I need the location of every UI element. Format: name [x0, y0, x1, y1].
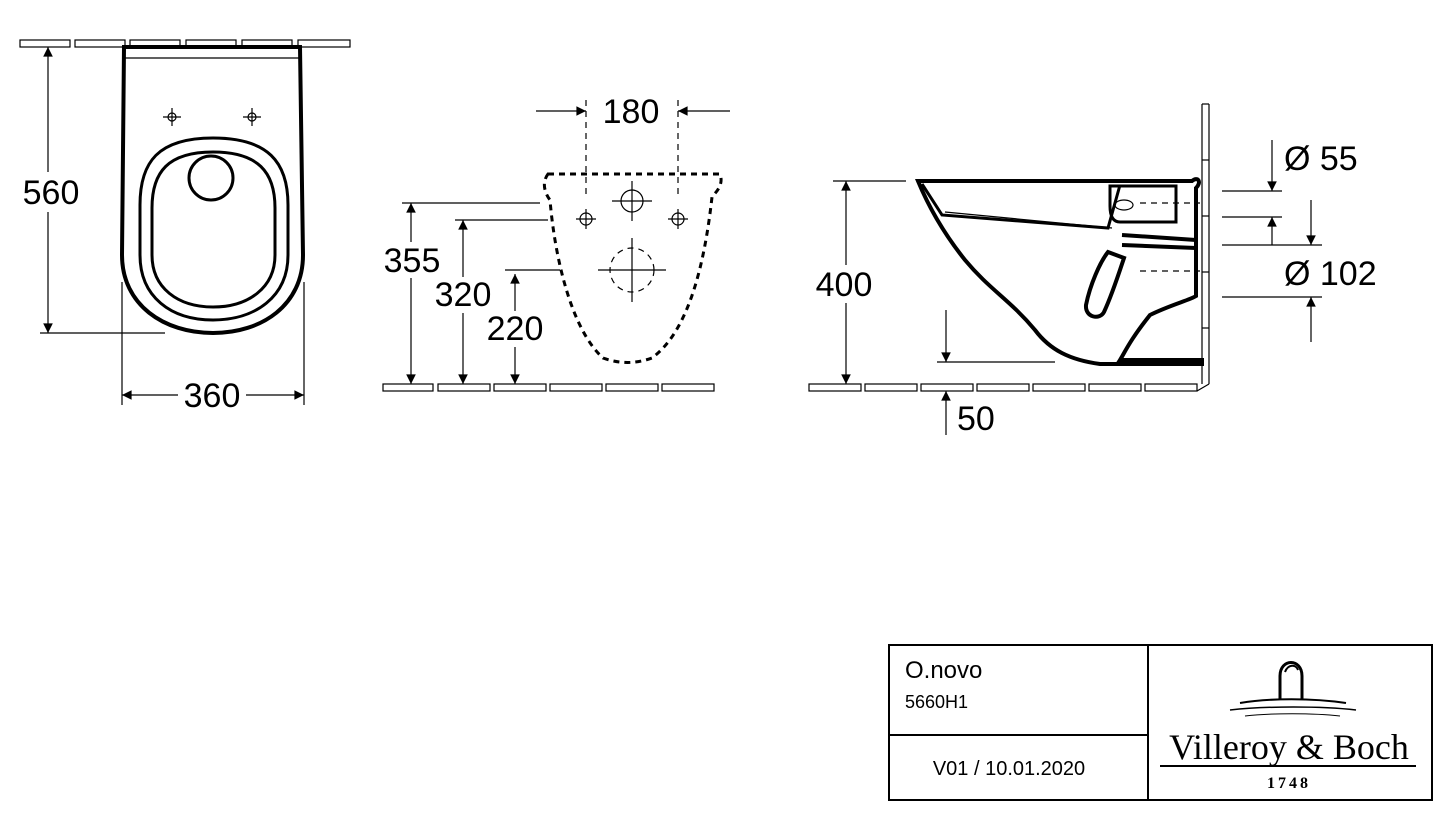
side-height-dimension: 400	[812, 180, 906, 384]
side-outlet-large-label: Ø 102	[1284, 255, 1377, 293]
version-date: V01 / 10.01.2020	[933, 758, 1085, 780]
title-block: O.novo 5660H1 V01 / 10.01.2020 Villeroy …	[888, 644, 1433, 801]
brand-logo: Villeroy & Boch 1748	[1160, 661, 1416, 792]
front-view: 560 360	[18, 39, 351, 415]
brand-year: 1748	[1267, 775, 1311, 792]
front-width-dimension: 360	[121, 282, 305, 415]
rear-wall-outline	[542, 172, 723, 364]
side-bowl-outline	[915, 177, 1204, 366]
rear-bolt-right	[668, 209, 688, 229]
side-floor-segments	[808, 383, 1198, 392]
product-name: O.novo	[905, 657, 982, 684]
side-bowl-inner	[920, 183, 1122, 230]
front-fixing-hole-left	[163, 108, 181, 126]
rear-bolt-spacing-dimension: 180	[536, 93, 730, 195]
side-outlet-small-dimension: Ø 55	[1222, 140, 1358, 245]
side-wall	[1196, 103, 1210, 392]
brand-name: Villeroy & Boch	[1169, 727, 1409, 767]
front-fixing-hole-right	[243, 108, 261, 126]
side-outlet-small-label: Ø 55	[1284, 140, 1358, 178]
side-drain-height-label: 50	[957, 400, 995, 438]
rear-h2-label: 320	[435, 276, 492, 314]
side-outlet-large-dimension: Ø 102	[1222, 200, 1377, 342]
side-siphon	[1084, 233, 1197, 319]
rear-view: 180 355 320 220	[382, 93, 730, 392]
brand-emblem-icon	[1278, 661, 1304, 700]
rear-floor-segments	[382, 383, 715, 392]
rear-bolt-top	[612, 181, 652, 221]
rear-h1-label: 355	[384, 242, 441, 280]
front-width-label: 360	[184, 377, 241, 415]
front-height-label: 560	[23, 174, 80, 212]
rear-h3-label: 220	[487, 310, 544, 348]
side-view: 400 50 Ø 55 Ø 102	[808, 103, 1377, 438]
front-flush-opening	[187, 154, 235, 202]
front-bowl-outline	[119, 45, 306, 336]
side-height-label: 400	[816, 266, 873, 304]
side-inlet	[1108, 184, 1178, 224]
rear-bolt-spacing-label: 180	[603, 93, 660, 131]
front-seat-inner	[150, 150, 277, 309]
front-seat-outer	[138, 136, 290, 322]
side-drain-height-dimension: 50	[937, 310, 1055, 438]
rear-bolt-left	[576, 209, 596, 229]
front-height-dimension: 560	[18, 46, 165, 334]
rear-height-dimensions: 355 320 220	[382, 202, 560, 384]
rear-outlet	[598, 238, 666, 302]
article-number: 5660H1	[905, 692, 968, 712]
